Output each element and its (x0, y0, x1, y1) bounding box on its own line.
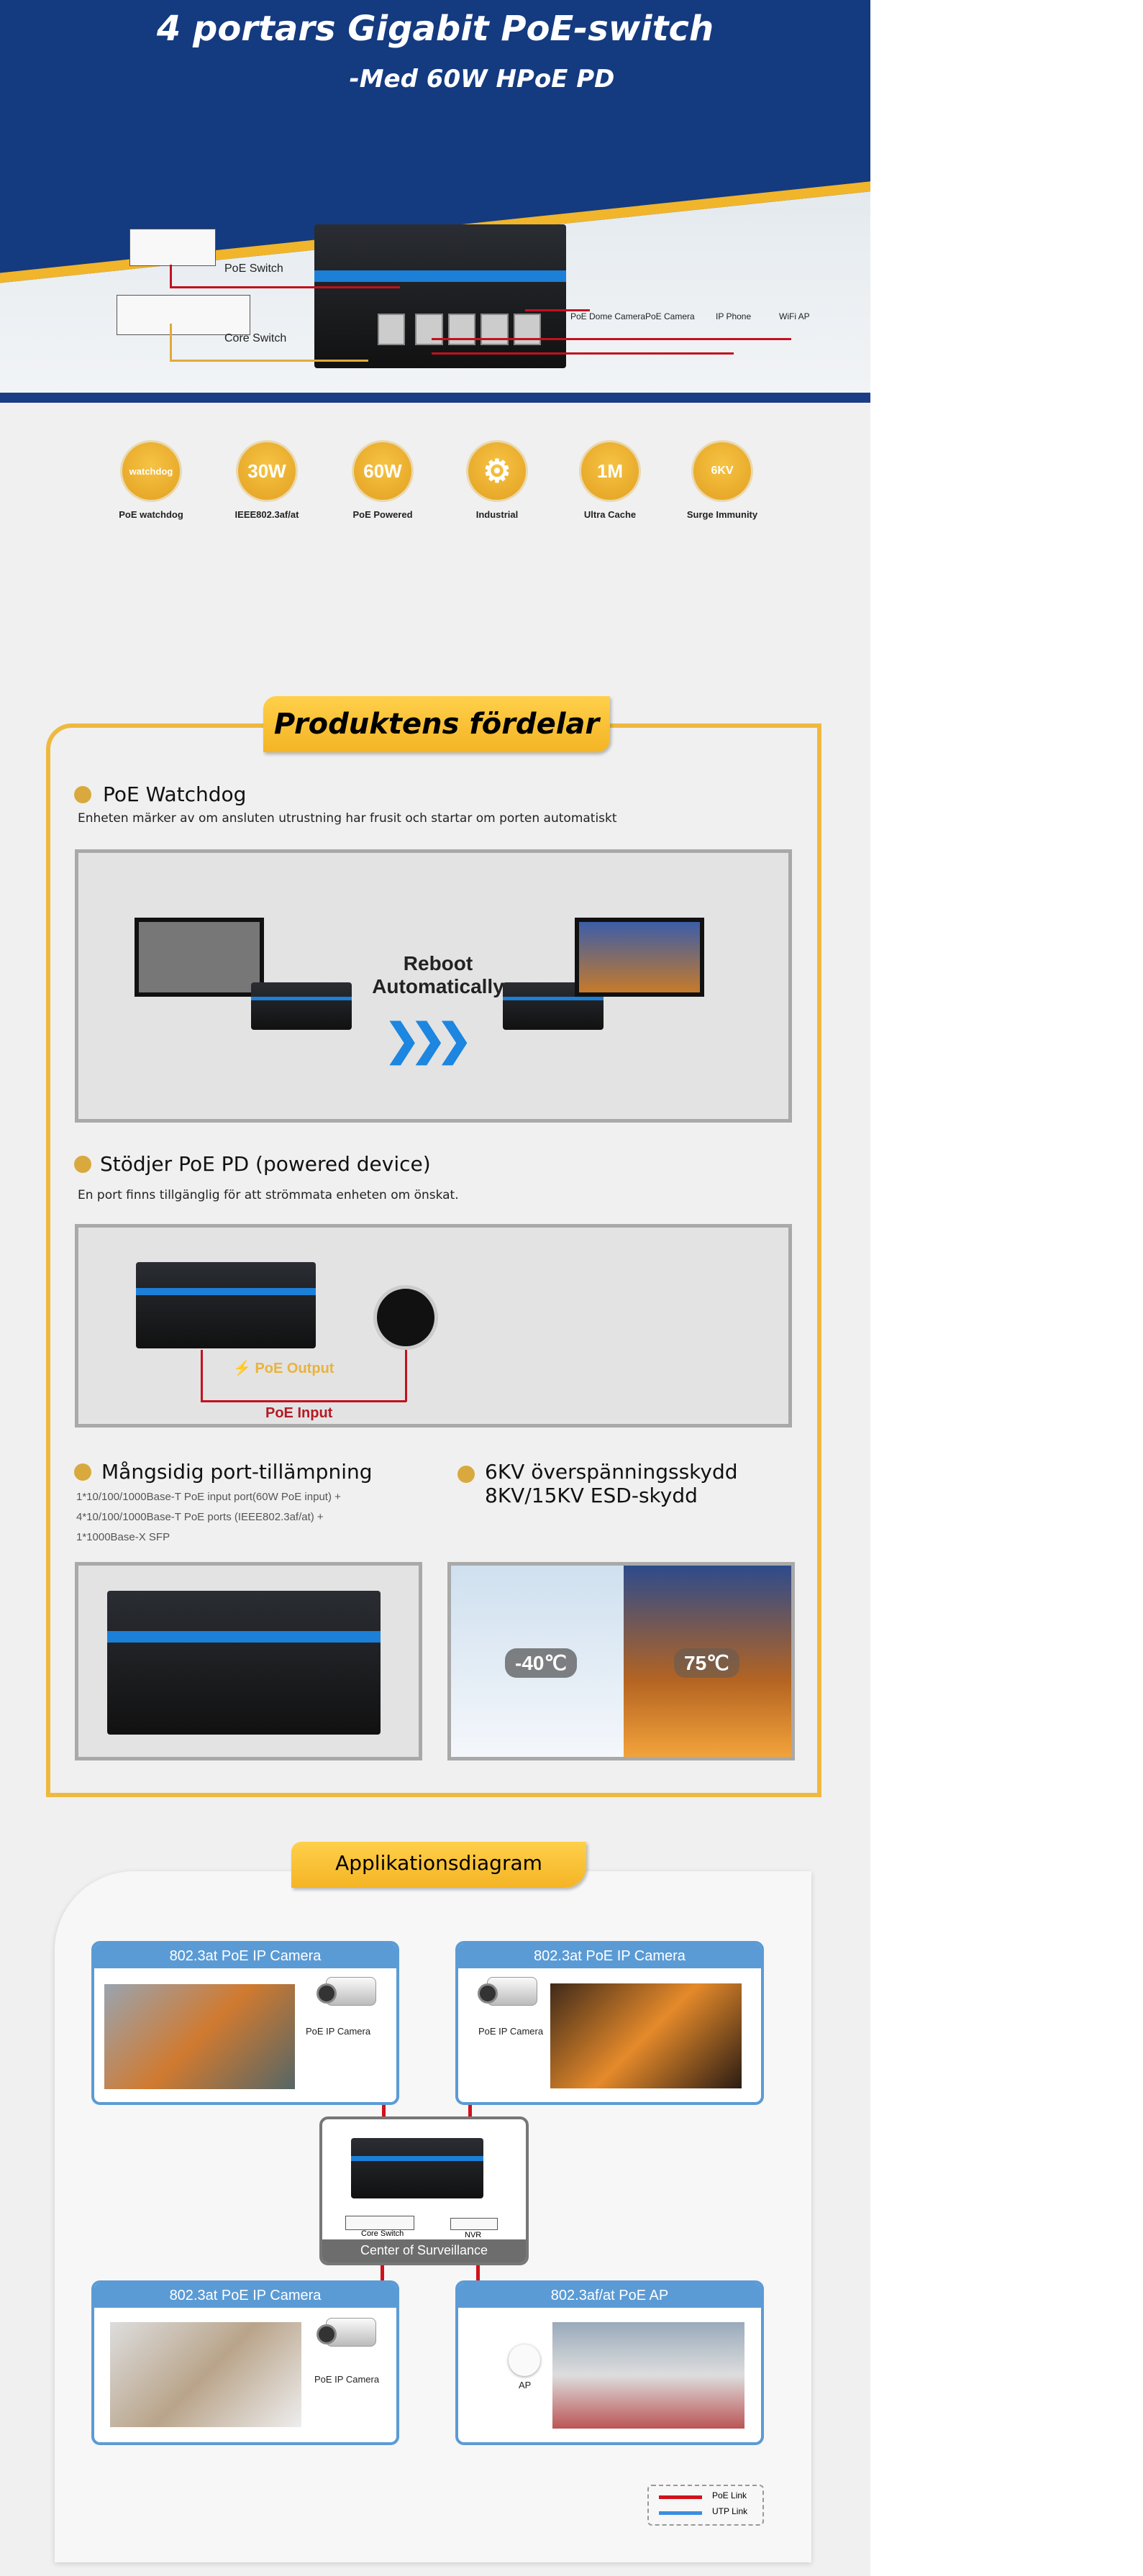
app-box-header: 802.3at PoE IP Camera (94, 2283, 396, 2308)
frozen-monitor (135, 918, 264, 997)
core-switch-device (345, 2216, 414, 2230)
hero-bottom-bar (0, 393, 870, 403)
feature-label: Industrial (475, 509, 519, 520)
poe-switch-device (129, 229, 216, 266)
pd-image: ⚡ PoE Output PoE Input (75, 1224, 792, 1428)
device-label: PoE IP Camera (306, 2026, 371, 2037)
watchdog-desc: Enheten märker av om ansluten utrustning… (78, 811, 617, 826)
core-switch-device (117, 295, 250, 335)
feature-30w: 30W (236, 440, 298, 502)
ports-heading: Mångsidig port-tillämpning (101, 1460, 373, 1484)
app-box-camera-2: 802.3at PoE IP Camera PoE IP Camera (455, 1941, 764, 2105)
rj45-port-icon (373, 1285, 438, 1350)
hero-subtitle: -Med 60W HPoE PD (349, 65, 615, 93)
ports-heading-row: Mångsidig port-tillämpning (74, 1460, 373, 1484)
bullet-icon (74, 1155, 91, 1173)
core-switch-label: Core Switch (361, 2229, 404, 2238)
60w-icon: 60W (352, 440, 414, 502)
poe-switch-label: PoE Switch (224, 262, 283, 275)
poe-link-swatch (659, 2495, 702, 2499)
feature-surge: 6KV (691, 440, 753, 502)
switch-image (351, 2138, 483, 2198)
nvr-device (450, 2218, 498, 2230)
switch-image (251, 982, 352, 1030)
app-box-header: 802.3at PoE IP Camera (458, 1944, 761, 1968)
app-box-header: 802.3at PoE IP Camera (94, 1944, 396, 1968)
factory-photo (104, 1984, 295, 2089)
dome-camera-label: PoE Dome Camera (570, 311, 646, 321)
wifi-ap-label: WiFi AP (779, 311, 810, 321)
feature-label: IEEE802.3af/at (234, 509, 299, 520)
feature-label: PoE watchdog (119, 509, 183, 520)
product-page: 4 portars Gigabit PoE-switch -Med 60W HP… (0, 0, 870, 2576)
switch-image (136, 1262, 316, 1348)
device-label: PoE IP Camera (478, 2026, 544, 2037)
nvr-label: NVR (465, 2231, 482, 2239)
chevrons-right-icon: ❯❯❯ (384, 1015, 473, 1064)
bullet-icon (74, 785, 91, 803)
camera-icon (478, 1977, 537, 2006)
app-box-camera-1: 802.3at PoE IP Camera PoE IP Camera (91, 1941, 399, 2105)
pd-heading: Stödjer PoE PD (powered device) (100, 1152, 431, 1176)
center-of-surveillance: Core Switch NVR Center of Surveillance (319, 2116, 529, 2265)
app-box-camera-3: 802.3at PoE IP Camera PoE IP Camera (91, 2280, 399, 2445)
feature-industrial: ⚙ (466, 440, 528, 502)
feature-label: Ultra Cache (583, 509, 637, 520)
watchdog-icon: watchdog (120, 440, 182, 502)
poe-camera-label: PoE Camera (645, 311, 695, 321)
ip-phone-label: IP Phone (716, 311, 752, 321)
temperature-image: -40℃ 75℃ (447, 1562, 795, 1760)
feature-60w: 60W (352, 440, 414, 502)
utp-link-swatch (659, 2511, 702, 2515)
ap-device-icon (509, 2344, 540, 2376)
bullet-icon (74, 1463, 91, 1481)
feature-label: Surge Immunity (686, 509, 758, 520)
switch-product-image (314, 224, 566, 368)
gears-icon: ⚙ (466, 440, 528, 502)
mall-photo (110, 2322, 301, 2427)
highway-photo (550, 1983, 742, 2088)
hero-band-top (0, 0, 870, 108)
working-monitor (575, 918, 704, 997)
legend-utp: UTP Link (712, 2506, 748, 2516)
app-box-ap: 802.3af/at PoE AP AP (455, 2280, 764, 2445)
airport-photo (552, 2322, 744, 2429)
30w-icon: 30W (236, 440, 298, 502)
app-box-header: 802.3af/at PoE AP (458, 2283, 761, 2308)
pd-desc: En port finns tillgänglig för att strömm… (78, 1188, 459, 1202)
poe-input-label: PoE Input (265, 1405, 333, 1421)
feature-label: PoE Powered (352, 509, 413, 520)
ports-image (75, 1562, 422, 1760)
bullet-icon (457, 1466, 475, 1483)
application-title: Applikationsdiagram (291, 1842, 586, 1888)
watchdog-heading: PoE Watchdog (103, 782, 247, 806)
hot-temp-badge: 75℃ (674, 1648, 739, 1678)
legend: PoE Link UTP Link (647, 2485, 764, 2526)
hero-banner: 4 portars Gigabit PoE-switch -Med 60W HP… (0, 0, 870, 403)
legend-poe: PoE Link (712, 2490, 747, 2500)
center-label: Center of Surveillance (322, 2239, 526, 2262)
feature-watchdog: watchdog (120, 440, 182, 502)
surge-icon: 6KV (691, 440, 753, 502)
advantages-title: Produktens fördelar (263, 696, 610, 752)
camera-icon (317, 1977, 376, 2006)
cache-icon: 1M (579, 440, 641, 502)
hero-title: 4 portars Gigabit PoE-switch (156, 9, 714, 49)
watchdog-heading-row: PoE Watchdog (74, 782, 246, 806)
cold-temp-badge: -40℃ (505, 1648, 577, 1678)
core-switch-label: Core Switch (224, 332, 287, 344)
pd-heading-row: Stödjer PoE PD (powered device) (74, 1152, 431, 1176)
camera-icon (317, 2318, 376, 2347)
feature-cache: 1M (579, 440, 641, 502)
poe-output-label: ⚡ PoE Output (233, 1361, 334, 1376)
switch-image (107, 1591, 381, 1735)
device-label: PoE IP Camera (314, 2374, 380, 2385)
ports-specs: 1*10/100/1000Base-T PoE input port(60W P… (76, 1491, 341, 1543)
device-label: AP (519, 2380, 532, 2390)
